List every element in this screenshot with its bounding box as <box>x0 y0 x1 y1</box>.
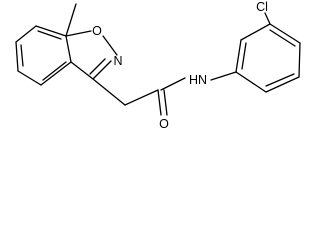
double-bond-inner <box>89 58 106 75</box>
chlorine-label: Cl <box>256 0 268 14</box>
chlorophenyl-ring <box>235 23 301 93</box>
bond <box>235 71 267 93</box>
bond <box>92 60 112 80</box>
double-bond-inner <box>265 73 295 87</box>
carbonyl-oxygen-label: O <box>159 117 169 131</box>
double-bond-inner <box>269 29 296 47</box>
bond <box>298 42 301 78</box>
atom-labels: Cl O N HN O <box>92 0 268 131</box>
ch2-bond <box>92 78 126 106</box>
bond <box>102 35 118 56</box>
benzo-ring <box>15 25 72 86</box>
bond <box>269 23 301 44</box>
amide-bond <box>160 77 186 91</box>
bond <box>240 23 271 41</box>
methyl-bond <box>65 3 77 37</box>
amide-nh-label: HN <box>189 73 207 87</box>
bond <box>265 76 300 93</box>
double-bond-inner <box>37 30 62 40</box>
bond <box>40 61 72 86</box>
n-aryl-bond <box>210 71 237 81</box>
bond <box>65 30 92 37</box>
bond <box>35 25 67 37</box>
ring-nitrogen-label: N <box>113 54 122 68</box>
bond <box>65 35 72 63</box>
bond <box>15 41 19 72</box>
bond <box>17 70 42 86</box>
ch2-bond <box>124 89 159 106</box>
carbonyl-double-bond <box>163 89 168 116</box>
isoxazole-ring <box>65 30 118 80</box>
double-bond-inner <box>241 42 247 70</box>
bond <box>70 61 94 80</box>
double-bond-inner <box>20 44 24 67</box>
ring-oxygen-label: O <box>92 24 102 38</box>
double-bond-inner <box>42 61 67 81</box>
bond <box>235 39 242 73</box>
bond <box>15 25 37 43</box>
carbonyl-double-bond <box>157 89 162 116</box>
chlorine-bond <box>264 12 271 25</box>
structure-diagram: Cl O N HN O <box>15 0 301 131</box>
